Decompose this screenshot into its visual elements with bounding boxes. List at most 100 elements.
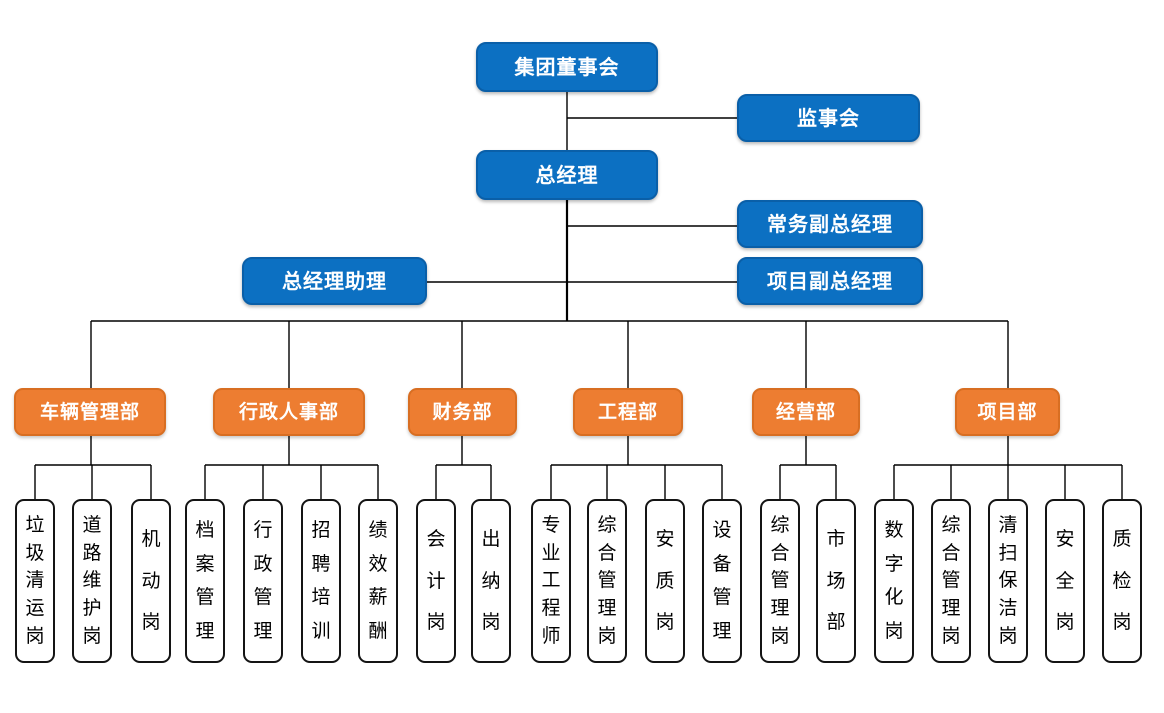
position-label-char: 岗 <box>82 625 102 648</box>
position-label-char: 管 <box>253 586 273 609</box>
position-label-char: 会 <box>426 527 446 550</box>
node-supervisory-board: 监事会 <box>737 94 920 142</box>
position-label-char: 岗 <box>998 625 1018 648</box>
position-box: 专业工程师 <box>531 499 571 663</box>
position-label-char: 薪 <box>368 586 388 609</box>
position-label-char: 理 <box>712 619 732 642</box>
position-box: 垃圾清运岗 <box>15 499 55 663</box>
position-label-char: 岗 <box>655 611 675 634</box>
position-label-char: 动 <box>141 569 161 592</box>
position-label-char: 程 <box>541 597 561 620</box>
position-box: 数字化岗 <box>874 499 914 663</box>
position-label-char: 理 <box>195 619 215 642</box>
position-box: 质检岗 <box>1102 499 1142 663</box>
position-box: 安全岗 <box>1045 499 1085 663</box>
position-label-char: 效 <box>368 552 388 575</box>
position-label-char: 综 <box>597 513 617 536</box>
department-box: 车辆管理部 <box>14 388 166 436</box>
node-gm-assistant: 总经理助理 <box>242 257 427 305</box>
position-label-char: 合 <box>770 541 790 564</box>
position-label-char: 运 <box>25 597 45 620</box>
position-label-char: 质 <box>1112 527 1132 550</box>
position-label-char: 岗 <box>1055 611 1075 634</box>
position-label-char: 岗 <box>884 619 904 642</box>
position-label-char: 业 <box>541 541 561 564</box>
node-executive-deputy-gm: 常务副总经理 <box>737 200 923 248</box>
position-label-char: 合 <box>941 541 961 564</box>
position-label-char: 工 <box>541 569 561 592</box>
position-label-char: 绩 <box>368 519 388 542</box>
position-label-char: 场 <box>826 569 846 592</box>
position-label-char: 纳 <box>481 569 501 592</box>
position-box: 综合管理岗 <box>587 499 627 663</box>
position-label-char: 清 <box>998 513 1018 536</box>
position-label-char: 岗 <box>25 625 45 648</box>
position-label-char: 案 <box>195 552 215 575</box>
position-label-char: 理 <box>770 597 790 620</box>
position-box: 综合管理岗 <box>760 499 800 663</box>
position-label-char: 路 <box>82 541 102 564</box>
position-label-char: 专 <box>541 513 561 536</box>
position-label-char: 护 <box>82 597 102 620</box>
department-box: 项目部 <box>955 388 1060 436</box>
position-label-char: 理 <box>597 597 617 620</box>
position-label-char: 维 <box>82 569 102 592</box>
position-label-char: 综 <box>770 513 790 536</box>
department-box: 经营部 <box>752 388 860 436</box>
position-label-char: 管 <box>195 586 215 609</box>
department-box: 行政人事部 <box>213 388 365 436</box>
position-label-char: 检 <box>1112 569 1132 592</box>
position-box: 道路维护岗 <box>72 499 112 663</box>
position-label-char: 管 <box>941 569 961 592</box>
position-box: 安质岗 <box>645 499 685 663</box>
position-label-char: 理 <box>253 619 273 642</box>
position-label-char: 岗 <box>426 611 446 634</box>
position-box: 清扫保洁岗 <box>988 499 1028 663</box>
position-label-char: 出 <box>481 527 501 550</box>
position-label-char: 道 <box>82 513 102 536</box>
position-label-char: 字 <box>884 552 904 575</box>
node-project-deputy-gm: 项目副总经理 <box>737 257 923 305</box>
position-label-char: 档 <box>195 519 215 542</box>
position-box: 机动岗 <box>131 499 171 663</box>
position-label-char: 政 <box>253 552 273 575</box>
position-label-char: 岗 <box>597 625 617 648</box>
position-label-char: 数 <box>884 519 904 542</box>
position-label-char: 安 <box>1055 527 1075 550</box>
position-label-char: 理 <box>941 597 961 620</box>
position-label-char: 化 <box>884 586 904 609</box>
position-label-char: 部 <box>826 611 846 634</box>
position-label-char: 综 <box>941 513 961 536</box>
position-label-char: 备 <box>712 552 732 575</box>
position-label-char: 全 <box>1055 569 1075 592</box>
position-label-char: 机 <box>141 527 161 550</box>
department-box: 财务部 <box>408 388 517 436</box>
position-label-char: 圾 <box>25 541 45 564</box>
position-label-char: 训 <box>311 619 331 642</box>
position-label-char: 管 <box>597 569 617 592</box>
position-label-char: 行 <box>253 519 273 542</box>
position-box: 会计岗 <box>416 499 456 663</box>
position-label-char: 岗 <box>141 611 161 634</box>
position-label-char: 安 <box>655 527 675 550</box>
position-label-char: 洁 <box>998 597 1018 620</box>
position-box: 行政管理 <box>243 499 283 663</box>
position-label-char: 岗 <box>770 625 790 648</box>
position-label-char: 扫 <box>998 541 1018 564</box>
position-box: 绩效薪酬 <box>358 499 398 663</box>
position-label-char: 酬 <box>368 619 388 642</box>
position-box: 综合管理岗 <box>931 499 971 663</box>
position-label-char: 清 <box>25 569 45 592</box>
position-label-char: 计 <box>426 569 446 592</box>
position-label-char: 聘 <box>311 552 331 575</box>
position-box: 设备管理 <box>702 499 742 663</box>
position-box: 出纳岗 <box>471 499 511 663</box>
position-box: 档案管理 <box>185 499 225 663</box>
position-label-char: 管 <box>770 569 790 592</box>
position-label-char: 管 <box>712 586 732 609</box>
position-label-char: 保 <box>998 569 1018 592</box>
node-board: 集团董事会 <box>476 42 658 92</box>
position-label-char: 质 <box>655 569 675 592</box>
